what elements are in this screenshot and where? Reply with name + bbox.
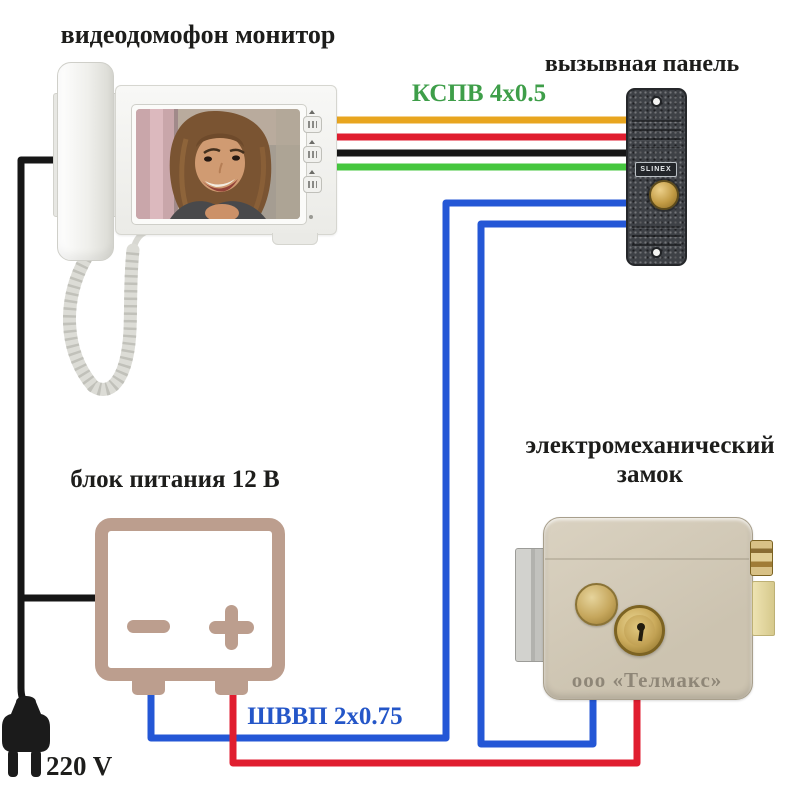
monitor-button-monitor <box>303 146 322 163</box>
plus-symbol <box>225 605 238 650</box>
lock-knob <box>575 583 618 626</box>
call-panel: SLINEX <box>626 88 687 266</box>
lock-cylinder <box>614 605 665 656</box>
wire-blue-psu <box>147 199 632 742</box>
screw-hole-bottom <box>651 247 662 258</box>
power-plug-icon <box>2 696 50 777</box>
button-marker-icon <box>309 170 315 174</box>
power-supply <box>95 518 285 681</box>
call-button <box>649 180 679 210</box>
cylinder-face <box>624 615 655 646</box>
monitor-icon <box>308 151 317 158</box>
lock-bolt-block <box>752 581 775 636</box>
monitor-stand <box>272 233 318 245</box>
cable-bottom-label: ШВВП 2x0.75 <box>247 703 403 730</box>
lock-title: электромеханический замок <box>505 432 795 490</box>
monitor-button-unlock <box>303 176 322 193</box>
talk-icon <box>308 121 317 128</box>
panel-brand-badge: SLINEX <box>635 162 677 177</box>
lock-latch <box>750 540 773 576</box>
microphone-hole <box>309 215 313 219</box>
cable-top-label: КСПВ 4x0.5 <box>411 80 547 107</box>
screw-hole-top <box>651 96 662 107</box>
minus-symbol <box>127 620 170 633</box>
panel-ridges-bottom <box>632 226 681 248</box>
mains-voltage-label: 220 V <box>46 751 113 781</box>
keyhole-icon <box>638 627 644 642</box>
button-marker-icon <box>309 140 315 144</box>
monitor-button-talk <box>303 116 322 133</box>
portrait-image <box>136 109 300 219</box>
mains-wire <box>17 156 53 708</box>
handset <box>57 62 114 261</box>
lock-seam <box>545 558 749 560</box>
monitor-title: видеодомофон монитор <box>60 20 336 49</box>
terminal-minus <box>132 679 165 695</box>
terminal-plus <box>215 679 248 695</box>
psu-title: блок питания 12 В <box>70 466 280 493</box>
button-marker-icon <box>309 110 315 114</box>
wire-red-lock <box>229 690 641 767</box>
monitor-screen <box>131 104 307 225</box>
keyhole-icon <box>637 623 645 631</box>
unlock-icon <box>308 181 317 188</box>
lock-title-line1: электромеханический <box>525 432 775 459</box>
panel-ridges-top <box>632 120 681 148</box>
panel-title: вызывная панель <box>544 51 740 77</box>
lock-title-line2: замок <box>616 460 684 488</box>
lock-brand-text: ооо «Телмакс» <box>571 668 723 692</box>
wire-blue-lock <box>477 220 632 748</box>
